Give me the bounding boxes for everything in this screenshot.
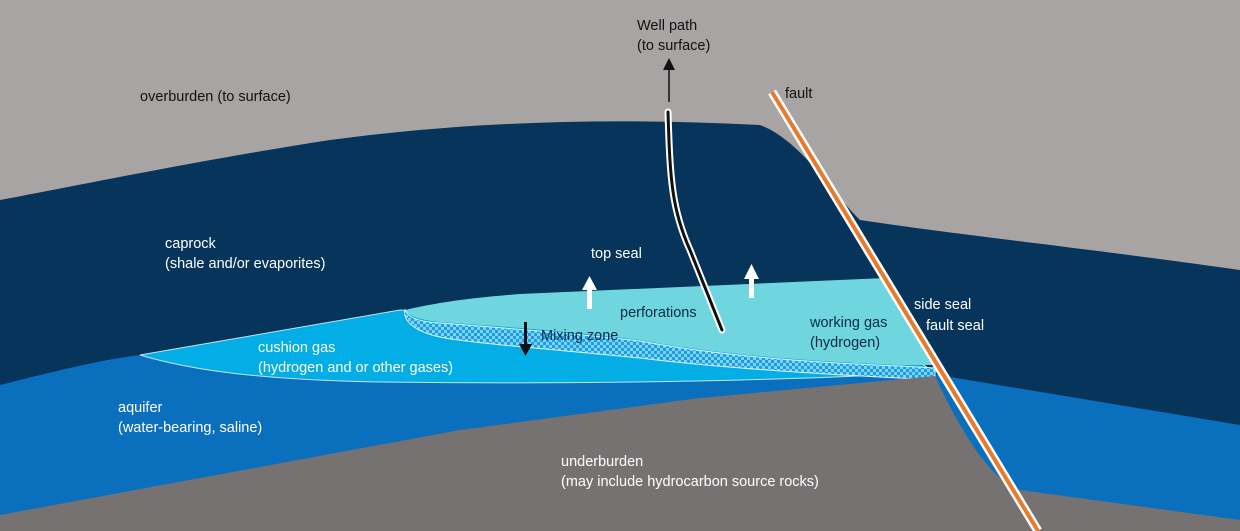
aquifer-sub-label: (water-bearing, saline) <box>118 420 262 436</box>
underburden-layer <box>0 376 1240 531</box>
well-path-core <box>666 110 724 332</box>
cushion-gas-sub-label: (hydrogen and or other gases) <box>258 360 453 376</box>
mixing-zone-band <box>404 308 936 381</box>
side-seal-label: side seal <box>914 297 971 313</box>
cushion-gas-label: cushion gas <box>258 340 335 356</box>
top-seal-arrow-right <box>744 264 759 298</box>
perforations-label: perforations <box>620 305 697 321</box>
fault-label: fault <box>785 86 812 102</box>
fault-seal-label: fault seal <box>926 318 984 334</box>
mixing-zone-label: Mixing zone <box>541 328 618 344</box>
working-gas-sub-label: (hydrogen) <box>810 335 880 351</box>
overburden-label: overburden (to surface) <box>140 89 291 105</box>
well-path-label: Well path <box>637 18 697 34</box>
working-gas-zone <box>405 278 935 365</box>
fault-line-core <box>770 90 1040 531</box>
well-path-sub-label: (to surface) <box>637 38 710 54</box>
underburden-label: underburden <box>561 454 643 470</box>
mixing-zone-arrow <box>519 322 532 356</box>
working-gas-label: working gas <box>809 315 887 331</box>
underburden-sub-label: (may include hydrocarbon source rocks) <box>561 474 819 490</box>
caprock-sub-label: (shale and/or evaporites) <box>165 256 325 272</box>
top-seal-label: top seal <box>591 246 642 262</box>
aquifer-label: aquifer <box>118 400 163 416</box>
caprock-label: caprock <box>165 236 217 252</box>
top-seal-arrow-left <box>582 276 597 309</box>
